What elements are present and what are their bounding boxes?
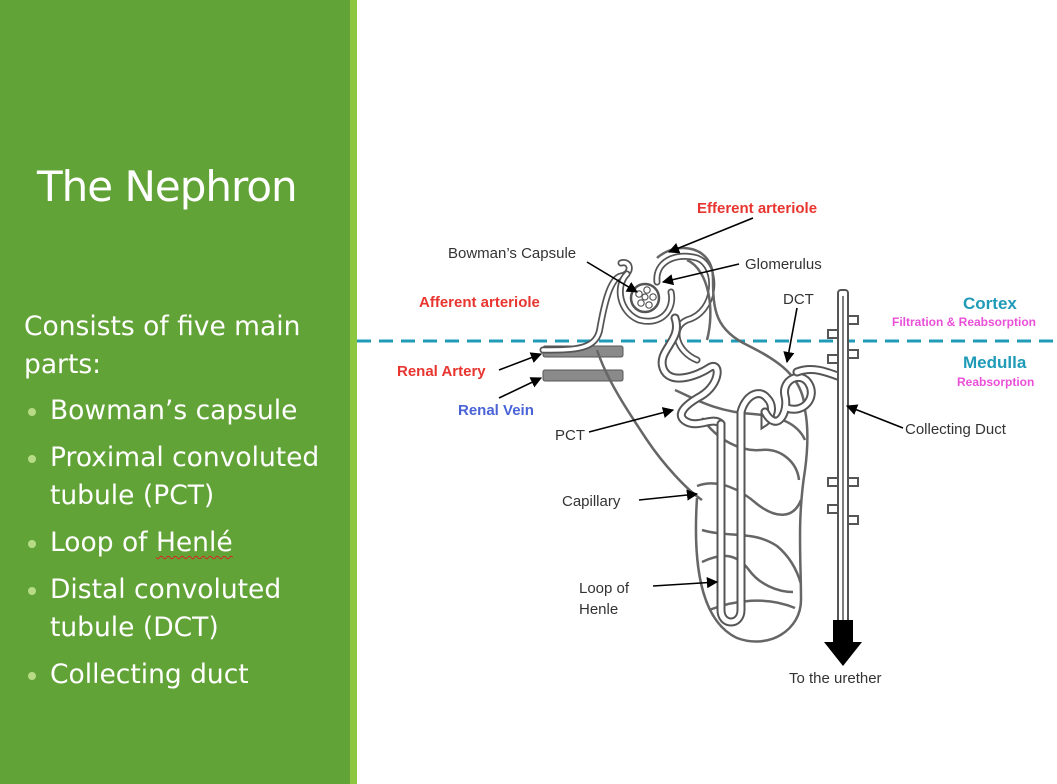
list-item: Collecting duct bbox=[24, 656, 350, 694]
bullet-icon bbox=[28, 672, 36, 680]
spellcheck-word: Henlé bbox=[155, 527, 233, 558]
nephron-diagram: Efferent arteriole Bowman’s Capsule Glom… bbox=[357, 200, 1057, 690]
afferent-arteriole-vessel bbox=[539, 259, 633, 354]
accent-bar bbox=[350, 0, 357, 784]
bullet-icon bbox=[28, 587, 36, 595]
label-cortex: Cortex bbox=[963, 294, 1017, 313]
bullet-icon bbox=[28, 455, 36, 463]
label-renal-artery: Renal Artery bbox=[397, 363, 486, 380]
label-renal-vein: Renal Vein bbox=[458, 402, 534, 419]
label-collecting-duct: Collecting Duct bbox=[905, 421, 1007, 438]
label-to-the-urether: To the urether bbox=[789, 670, 882, 687]
list-item: Loop of Henlé bbox=[24, 524, 350, 562]
label-glomerulus: Glomerulus bbox=[745, 256, 822, 273]
list-item: Distal convoluted tubule (DCT) bbox=[24, 571, 350, 647]
label-loop-of-henle-2: Henle bbox=[579, 601, 618, 618]
label-afferent-arteriole: Afferent arteriole bbox=[419, 294, 540, 311]
label-medulla-sub: Reabsorption bbox=[957, 375, 1034, 389]
label-efferent-arteriole: Efferent arteriole bbox=[697, 200, 817, 217]
sidebar-panel: The Nephron Consists of five main parts:… bbox=[0, 0, 350, 784]
bullet-icon bbox=[28, 408, 36, 416]
renal-vein-vessel bbox=[542, 369, 624, 382]
down-arrow-icon bbox=[824, 620, 862, 666]
slide-title: The Nephron bbox=[37, 162, 298, 211]
label-cortex-sub: Filtration & Reabsorption bbox=[892, 315, 1036, 329]
label-bowmans-capsule: Bowman’s Capsule bbox=[448, 245, 576, 262]
glomerulus bbox=[629, 282, 661, 314]
intro-text: Consists of five main parts: bbox=[24, 311, 301, 380]
proximal-convoluted-tubule bbox=[657, 313, 726, 429]
label-capillary: Capillary bbox=[562, 493, 621, 510]
bullet-icon bbox=[28, 540, 36, 548]
parts-list: Bowman’s capsule Proximal convoluted tub… bbox=[24, 392, 350, 703]
label-pointers bbox=[498, 217, 904, 589]
list-item: Bowman’s capsule bbox=[24, 392, 350, 430]
label-loop-of-henle-1: Loop of bbox=[579, 580, 630, 597]
label-dct: DCT bbox=[783, 291, 814, 308]
label-medulla: Medulla bbox=[963, 353, 1027, 372]
collecting-duct bbox=[827, 289, 859, 651]
label-pct: PCT bbox=[555, 427, 585, 444]
list-item: Proximal convoluted tubule (PCT) bbox=[24, 439, 350, 515]
